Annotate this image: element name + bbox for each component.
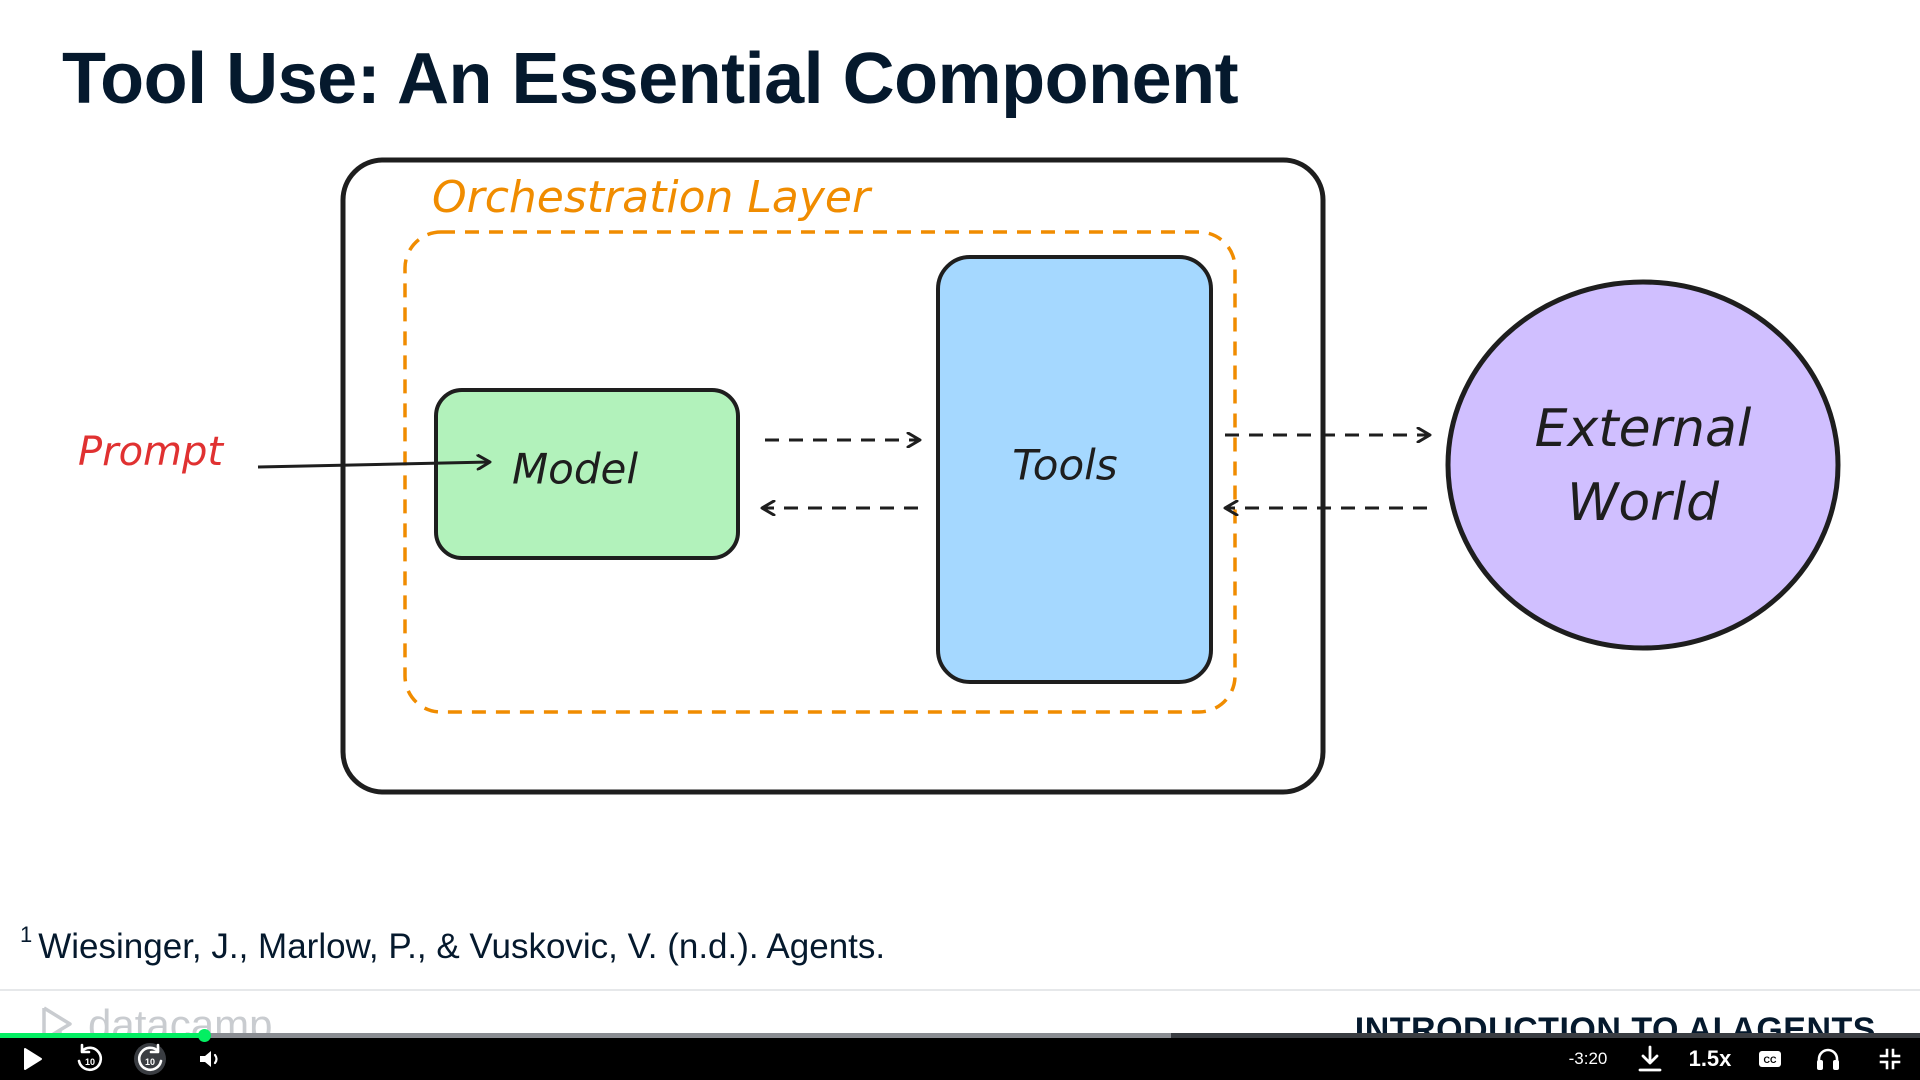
play-button[interactable] xyxy=(14,1041,50,1077)
svg-text:CC: CC xyxy=(1764,1055,1777,1065)
progress-bar[interactable] xyxy=(0,1029,1920,1042)
external-world-label-line1: External xyxy=(1535,399,1752,459)
forward-10-button[interactable]: 10 xyxy=(130,1041,170,1077)
datacamp-logo: datacamp xyxy=(40,1004,272,1034)
volume-button[interactable] xyxy=(192,1041,228,1077)
tools-box xyxy=(936,255,1213,684)
rewind-seconds: 10 xyxy=(85,1057,95,1067)
progress-scrubber[interactable] xyxy=(197,1029,211,1042)
forward-seconds: 10 xyxy=(145,1057,155,1067)
tools-label: Tools xyxy=(1012,441,1117,490)
play-icon xyxy=(24,1048,42,1070)
rewind-10-button[interactable]: 10 xyxy=(70,1041,110,1077)
captions-icon: CC xyxy=(1759,1051,1781,1067)
volume-icon xyxy=(200,1051,218,1067)
captions-button[interactable]: CC xyxy=(1752,1041,1788,1077)
citation-text: Wiesinger, J., Marlow, P., & Vuskovic, V… xyxy=(38,927,886,966)
playback-speed-button[interactable]: 1.5x xyxy=(1688,1046,1732,1071)
exit-fullscreen-button[interactable] xyxy=(1872,1041,1908,1077)
forward-10-icon: 10 xyxy=(134,1043,166,1075)
audio-only-button[interactable] xyxy=(1810,1041,1846,1077)
external-world-label-line2: World xyxy=(1567,473,1720,533)
slide-title: Tool Use: An Essential Component xyxy=(62,39,1239,119)
datacamp-logo-text: datacamp xyxy=(88,1004,273,1034)
video-player-bar xyxy=(0,1034,1920,1080)
orchestration-layer-label: Orchestration Layer xyxy=(432,172,873,223)
rewind-10-icon: 10 xyxy=(77,1043,103,1072)
download-icon xyxy=(1638,1045,1662,1072)
prompt-arrow xyxy=(257,462,490,467)
model-box xyxy=(434,388,740,560)
time-remaining: -3:20 xyxy=(1568,1049,1608,1068)
orchestration-layer-box xyxy=(403,230,1237,714)
datacamp-logo-icon xyxy=(42,1006,72,1034)
course-title: INTRODUCTION TO AI AGENTS xyxy=(1354,1011,1876,1036)
citation-marker: 1 xyxy=(20,922,33,947)
progress-played xyxy=(0,1033,204,1038)
download-button[interactable] xyxy=(1632,1041,1668,1077)
headphones-icon xyxy=(1817,1048,1839,1070)
progress-buffered xyxy=(0,1033,1172,1038)
model-label: Model xyxy=(512,445,638,494)
exit-fullscreen-icon xyxy=(1879,1048,1901,1070)
footer-divider xyxy=(0,989,1920,991)
prompt-label: Prompt xyxy=(78,429,224,475)
external-world-circle xyxy=(1445,279,1841,651)
